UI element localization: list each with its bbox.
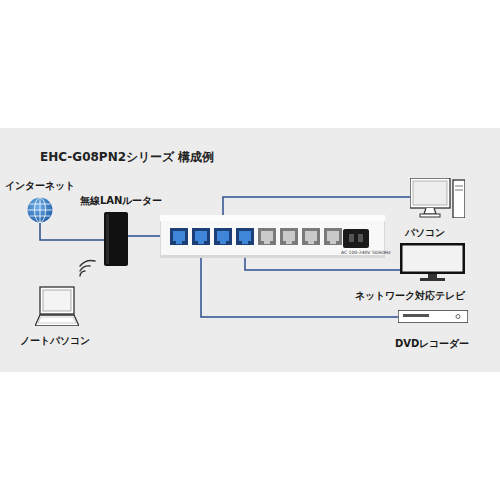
dvd-recorder: DVDレコーダー (398, 310, 468, 323)
desktop-pc: パソコン (410, 178, 465, 218)
device-label: 無線LANルーター (80, 195, 162, 207)
device-label: DVDレコーダー (395, 338, 469, 350)
desktop-pc-icon (410, 178, 465, 218)
laptop-pc: ノートパソコン (35, 286, 79, 326)
dvd-recorder-icon (398, 310, 468, 323)
device-label: ノートパソコン (20, 335, 90, 347)
lan-cable (245, 258, 400, 270)
wireless-router-icon (104, 212, 128, 266)
device-label: パソコン (405, 227, 445, 239)
network-tv-icon (400, 243, 465, 281)
device-label: インターネット (5, 180, 75, 192)
lan-cable (40, 223, 104, 240)
wireless-router: 無線LANルーター (104, 212, 128, 266)
rating-text: AC 100-240V 50/60Hz (341, 250, 391, 255)
diagram-title: EHC-G08PN2シリーズ 構成例 (40, 150, 214, 164)
network-tv: ネットワーク対応テレビ (400, 243, 465, 281)
internet-globe: インターネット (27, 197, 53, 223)
lan-cable (201, 258, 398, 317)
lan-cable (128, 235, 160, 237)
laptop-pc-icon (35, 286, 79, 326)
device-label: ネットワーク対応テレビ (355, 290, 465, 302)
internet-globe-icon (27, 197, 53, 223)
switching-hub: AC 100-240V 50/60Hz (160, 215, 385, 258)
lan-cable (223, 197, 410, 215)
